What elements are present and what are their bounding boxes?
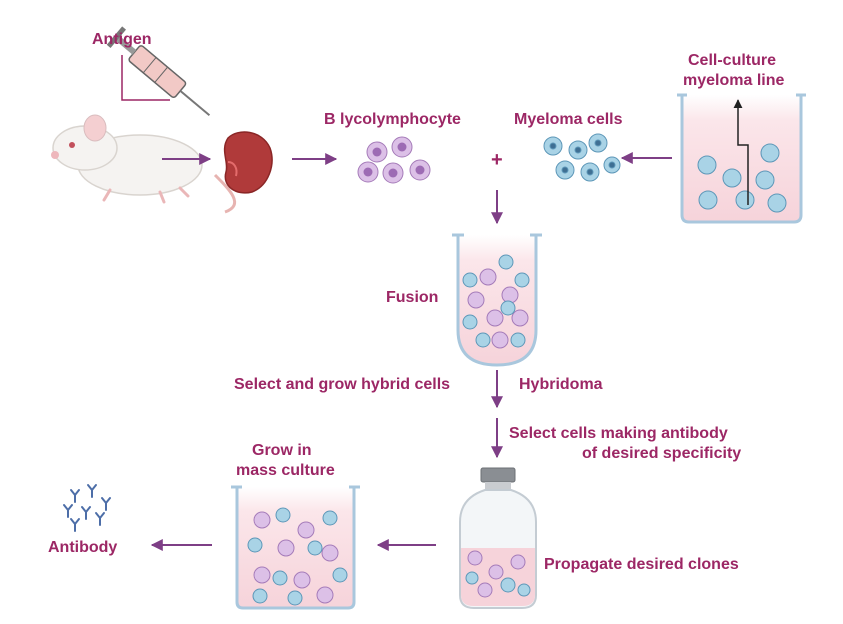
- antibody-icon: [63, 484, 111, 532]
- antigen-callout-line: [121, 55, 170, 101]
- grow-mass-label-line-1: Grow in: [252, 442, 312, 459]
- b-cell: [366, 141, 388, 163]
- myeloma-cell-cluster: [543, 133, 621, 182]
- b-cell: [382, 162, 404, 184]
- antibody-label: Antibody: [48, 539, 118, 556]
- culture-beaker: [677, 93, 806, 224]
- b-cell: [409, 159, 431, 181]
- b-lymphocyte-label: B lycolymphocyte: [324, 111, 461, 128]
- grow-mass-label-line-2: mass culture: [236, 462, 335, 479]
- hybridoma-label: Hybridoma: [519, 376, 603, 393]
- select-making-label-line-2: of desired specificity: [582, 445, 742, 462]
- fusion-label: Fusion: [386, 289, 439, 306]
- b-cell-cluster: [357, 136, 431, 184]
- spleen-icon: [223, 131, 273, 194]
- culture-label-line-1: Cell-culture: [688, 52, 777, 69]
- b-cell: [357, 161, 379, 183]
- myeloma-cells-label: Myeloma cells: [514, 111, 623, 128]
- culture-vial: [459, 467, 537, 609]
- plus-sign: +: [491, 149, 503, 171]
- mouse-icon: [51, 114, 237, 214]
- fusion-tube: [452, 233, 542, 367]
- b-cell: [391, 136, 413, 158]
- antigen-label: Antigen: [92, 31, 152, 48]
- select-grow-label: Select and grow hybrid cells: [234, 376, 451, 393]
- culture-label-line-2: myeloma line: [683, 72, 785, 89]
- syringe-icon: [106, 26, 211, 117]
- propagate-label: Propagate desired clones: [544, 556, 739, 573]
- select-making-label-line-1: Select cells making antibody: [509, 425, 728, 442]
- mass-culture-beaker: [231, 485, 360, 610]
